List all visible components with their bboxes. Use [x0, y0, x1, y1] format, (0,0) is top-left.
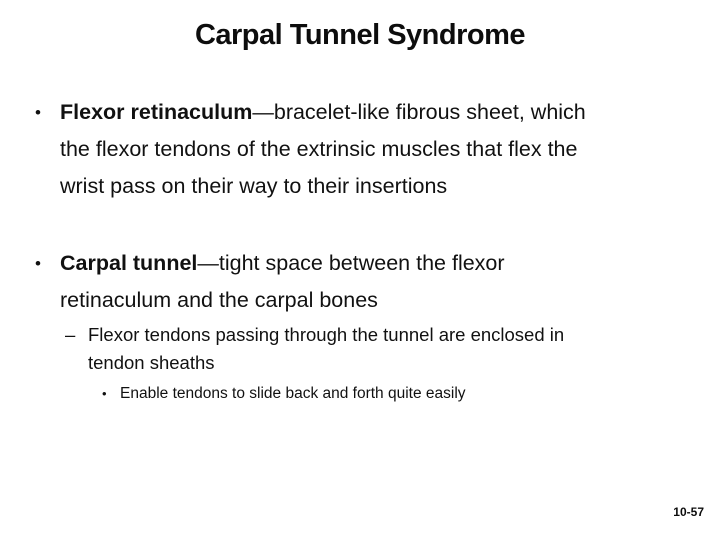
bullet-bold-term: Flexor retinaculum	[60, 100, 253, 124]
bullet-marker-icon: •	[35, 103, 41, 122]
bullet-line: the flexor tendons of the extrinsic musc…	[60, 137, 578, 161]
bullet-carpal-tunnel: • Carpal tunnel—tight space between the …	[35, 245, 505, 319]
bullet-line: retinaculum and the carpal bones	[60, 288, 378, 312]
sub-sub-bullet-text: Enable tendons to slide back and forth q…	[120, 383, 466, 404]
slide-title: Carpal Tunnel Syndrome	[194, 19, 526, 51]
bullet-flexor-retinaculum: • Flexor retinaculum—bracelet-like fibro…	[35, 94, 586, 205]
bullet-text: Carpal tunnel—tight space between the fl…	[60, 245, 505, 319]
bullet-bold-term: Carpal tunnel	[60, 251, 198, 275]
bullet-line: tendon sheaths	[88, 352, 215, 373]
bullet-marker-icon: •	[102, 386, 107, 401]
sub-sub-bullet-enable-tendons: • Enable tendons to slide back and forth…	[102, 383, 466, 404]
page-number: 10-57	[673, 505, 704, 519]
bullet-line: Flexor tendons passing through the tunne…	[88, 324, 565, 345]
bullet-line: Enable tendons to slide back and forth q…	[120, 385, 466, 402]
dash-marker-icon: –	[65, 324, 76, 345]
bullet-line: —bracelet-like fibrous sheet, which	[252, 100, 586, 124]
bullet-text: Flexor retinaculum—bracelet-like fibrous…	[60, 94, 586, 205]
bullet-marker-icon: •	[35, 254, 41, 273]
sub-bullet-flexor-tendons: – Flexor tendons passing through the tun…	[65, 321, 564, 377]
sub-bullet-text: Flexor tendons passing through the tunne…	[88, 321, 564, 377]
bullet-line: —tight space between the flexor	[197, 251, 505, 275]
bullet-line: wrist pass on their way to their inserti…	[60, 174, 448, 198]
